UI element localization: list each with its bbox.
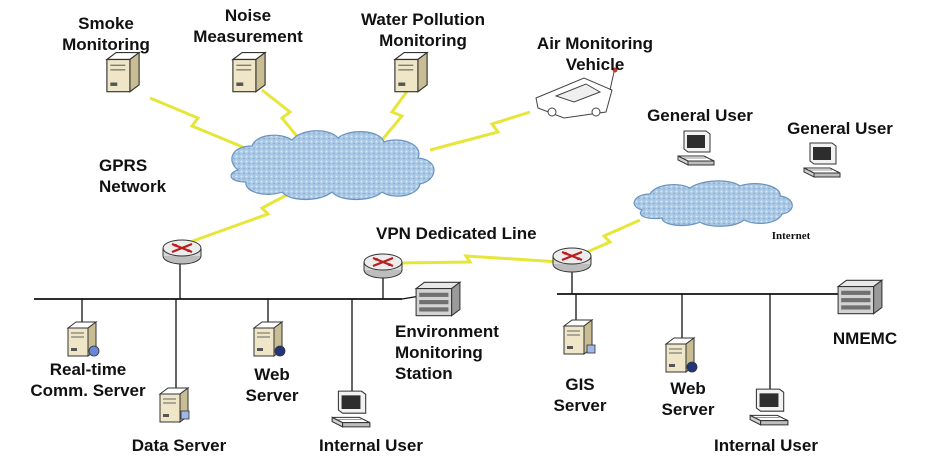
link-vpn xyxy=(397,254,561,265)
general-user-b-icon xyxy=(803,142,841,178)
general-user-a-icon xyxy=(677,130,715,166)
link-smoke-cloud xyxy=(149,96,251,152)
router-left-icon xyxy=(161,238,203,266)
link-vehicle-cloud xyxy=(429,110,531,152)
realtime-server-badge-icon xyxy=(88,345,100,357)
left-internal-user-icon xyxy=(331,390,371,428)
nmemc-server-icon xyxy=(837,279,883,315)
internet-label: Internet xyxy=(771,230,811,242)
right-internal-user-icon xyxy=(749,388,789,426)
link-noise-cloud xyxy=(261,88,302,141)
link-router-internet xyxy=(584,218,641,255)
gis-server-badge-icon xyxy=(586,344,596,354)
left-web-server-badge-icon xyxy=(274,345,286,357)
vpn-line-label: VPN Dedicated Line xyxy=(376,224,537,243)
wireless-links xyxy=(149,88,641,265)
right-internal-user-label: Internal User xyxy=(714,436,818,455)
right-web-server-badge-icon xyxy=(686,361,698,373)
link-water-cloud xyxy=(380,89,410,141)
data-server-label: Data Server xyxy=(131,436,227,455)
router-center-icon xyxy=(362,252,404,280)
environment-station-icon xyxy=(415,281,461,317)
smoke-monitor-station-icon xyxy=(106,52,140,93)
monitoring-vehicle-icon xyxy=(535,67,618,119)
water-station-icon xyxy=(394,52,428,93)
data-server-badge-icon xyxy=(180,410,190,420)
general-user-b-label: General User xyxy=(787,119,893,138)
link-cloud-router-left xyxy=(189,186,301,244)
noise-station-icon xyxy=(232,52,266,93)
internet-cloud xyxy=(633,180,793,227)
left-internal-user-label: Internal User xyxy=(319,436,423,455)
router-right-icon xyxy=(551,246,593,274)
nmemc-label: NMEMC xyxy=(832,329,898,348)
general-user-a-label: General User xyxy=(647,106,753,125)
gprs-cloud xyxy=(230,130,435,201)
